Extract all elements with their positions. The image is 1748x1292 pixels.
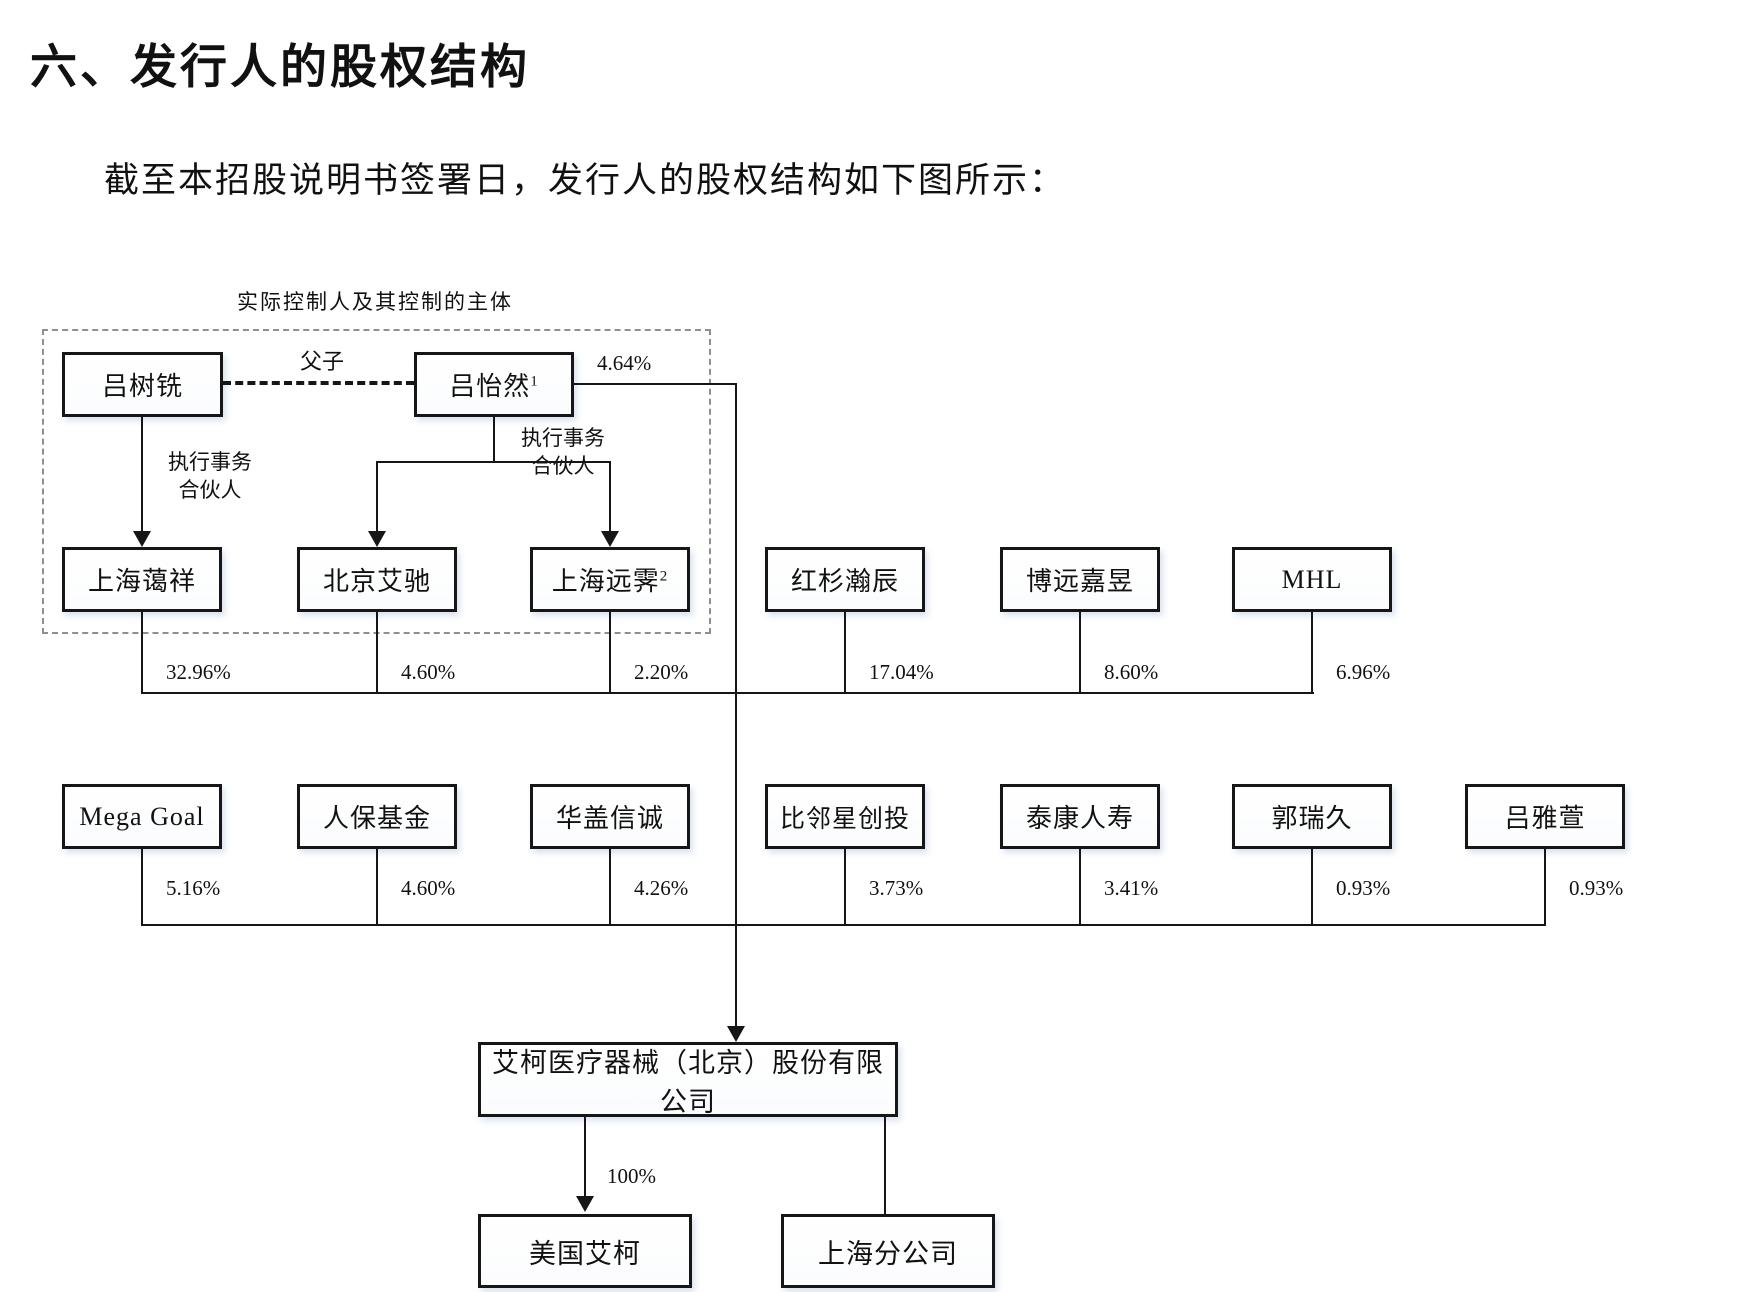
footnote-sup: 1 bbox=[530, 373, 539, 390]
shareholder-name: 吕雅萱 bbox=[1504, 804, 1586, 833]
connector-line bbox=[1311, 848, 1313, 925]
subsidiary-pct-label: 100% bbox=[607, 1164, 656, 1188]
subsidiary-name: 美国艾柯 bbox=[529, 1238, 641, 1269]
arrowhead bbox=[576, 1196, 594, 1212]
footnote-sup: 2 bbox=[659, 568, 669, 585]
shareholder-name: 泰康人寿 bbox=[1025, 804, 1134, 833]
shareholder-name: 红杉瀚辰 bbox=[790, 567, 899, 596]
connector-line bbox=[376, 461, 611, 463]
arrowhead bbox=[133, 531, 151, 547]
connector-line bbox=[1079, 611, 1081, 693]
shareholder-box-r2c6: 郭瑞久 bbox=[1232, 784, 1392, 849]
controller-box-lvshuxian: 吕树铣 bbox=[62, 352, 223, 417]
subsidiary-name: 上海分公司 bbox=[818, 1238, 958, 1269]
shareholder-name: 北京艾驰 bbox=[322, 567, 431, 596]
shareholder-box-r2c2: 人保基金 bbox=[297, 784, 457, 849]
shareholder-name: 博远嘉昱 bbox=[1025, 567, 1134, 596]
shareholder-box-r2c1: Mega Goal bbox=[62, 784, 222, 849]
exec-partner-line1: 执行事务 bbox=[168, 450, 252, 474]
shareholder-name: 比邻星创投 bbox=[779, 805, 910, 833]
branch-box-shanghai: 上海分公司 bbox=[781, 1214, 995, 1288]
shareholder-box-r2c4: 比邻星创投 bbox=[765, 784, 925, 849]
connector-line bbox=[1079, 848, 1081, 925]
subsidiary-box-us: 美国艾柯 bbox=[478, 1214, 692, 1288]
shareholder-name: 上海远霁 bbox=[551, 567, 660, 596]
connector-line bbox=[609, 611, 611, 693]
shareholder-box-r1c2: 北京艾驰 bbox=[297, 547, 457, 612]
company-name: 艾柯医疗器械（北京）股份有限公司 bbox=[492, 1047, 884, 1117]
connector-line bbox=[844, 611, 846, 693]
pct-label: 0.93% bbox=[1336, 876, 1391, 900]
exec-partner-label-right: 执行事务 合伙人 bbox=[506, 424, 620, 481]
connector-line bbox=[376, 461, 378, 531]
pct-label: 32.96% bbox=[166, 660, 231, 684]
shareholder-box-r2c3: 华盖信诚 bbox=[530, 784, 690, 849]
pct-label: 0.93% bbox=[1569, 876, 1624, 900]
pct-label: 17.04% bbox=[869, 660, 934, 684]
connector-line bbox=[1311, 611, 1313, 693]
exec-partner-line1: 执行事务 bbox=[521, 426, 605, 450]
exec-partner-line2: 合伙人 bbox=[531, 454, 595, 479]
shareholder-name: 上海蔼祥 bbox=[87, 567, 196, 596]
company-box: 艾柯医疗器械（北京）股份有限公司 bbox=[478, 1042, 898, 1117]
pct-label: 3.73% bbox=[869, 876, 924, 900]
connector-line bbox=[493, 416, 495, 462]
connector-line bbox=[141, 848, 143, 925]
connector-line bbox=[141, 611, 143, 693]
section-heading: 六、发行人的股权结构 bbox=[30, 40, 530, 93]
ownership-bus-line-1 bbox=[141, 692, 1314, 694]
controller-group-label: 实际控制人及其控制的主体 bbox=[237, 290, 513, 314]
connector-line bbox=[1544, 848, 1546, 925]
pct-label: 4.26% bbox=[634, 876, 689, 900]
controller-name: 吕怡然 bbox=[449, 372, 531, 401]
connector-line bbox=[884, 1115, 886, 1214]
intro-paragraph: 截至本招股说明书签署日，发行人的股权结构如下图所示： bbox=[104, 161, 1067, 200]
pct-label: 4.60% bbox=[401, 876, 456, 900]
arrowhead bbox=[368, 531, 386, 547]
connector-line bbox=[844, 848, 846, 925]
direct-holding-pct-label: 4.64% bbox=[597, 351, 652, 375]
shareholder-box-r1c6: MHL bbox=[1232, 547, 1392, 612]
shareholder-name: Mega Goal bbox=[79, 801, 205, 831]
shareholder-box-r1c5: 博远嘉昱 bbox=[1000, 547, 1160, 612]
shareholder-name: 人保基金 bbox=[322, 804, 431, 833]
connector-line bbox=[376, 611, 378, 693]
shareholder-box-r2c5: 泰康人寿 bbox=[1000, 784, 1160, 849]
pct-label: 2.20% bbox=[634, 660, 689, 684]
relationship-label: 父子 bbox=[300, 349, 345, 374]
shareholder-box-r1c4: 红杉瀚辰 bbox=[765, 547, 925, 612]
shareholder-name: MHL bbox=[1281, 564, 1343, 594]
shareholder-name: 郭瑞久 bbox=[1271, 804, 1353, 833]
controller-name: 吕树铣 bbox=[101, 372, 183, 401]
shareholder-name: 华盖信诚 bbox=[555, 804, 664, 833]
father-son-dashed-line bbox=[223, 381, 414, 385]
pct-label: 8.60% bbox=[1104, 660, 1159, 684]
shareholder-box-r1c1: 上海蔼祥 bbox=[62, 547, 222, 612]
exec-partner-line2: 合伙人 bbox=[178, 478, 242, 503]
arrowhead bbox=[727, 1026, 745, 1042]
controller-box-lvyiran: 吕怡然1 bbox=[414, 352, 574, 417]
shareholder-box-r1c3: 上海远霁2 bbox=[530, 547, 690, 612]
exec-partner-label-left: 执行事务 合伙人 bbox=[153, 448, 267, 505]
central-holding-line bbox=[735, 383, 737, 1026]
connector-line bbox=[141, 416, 143, 531]
connector-line bbox=[609, 461, 611, 531]
pct-label: 4.60% bbox=[401, 660, 456, 684]
shareholder-box-r2c7: 吕雅萱 bbox=[1465, 784, 1625, 849]
pct-label: 3.41% bbox=[1104, 876, 1159, 900]
connector-line bbox=[574, 383, 737, 385]
connector-line bbox=[376, 848, 378, 925]
connector-line bbox=[609, 848, 611, 925]
ownership-bus-line-2 bbox=[141, 924, 1546, 926]
arrowhead bbox=[601, 531, 619, 547]
pct-label: 6.96% bbox=[1336, 660, 1391, 684]
connector-line bbox=[584, 1115, 586, 1196]
pct-label: 5.16% bbox=[166, 876, 221, 900]
